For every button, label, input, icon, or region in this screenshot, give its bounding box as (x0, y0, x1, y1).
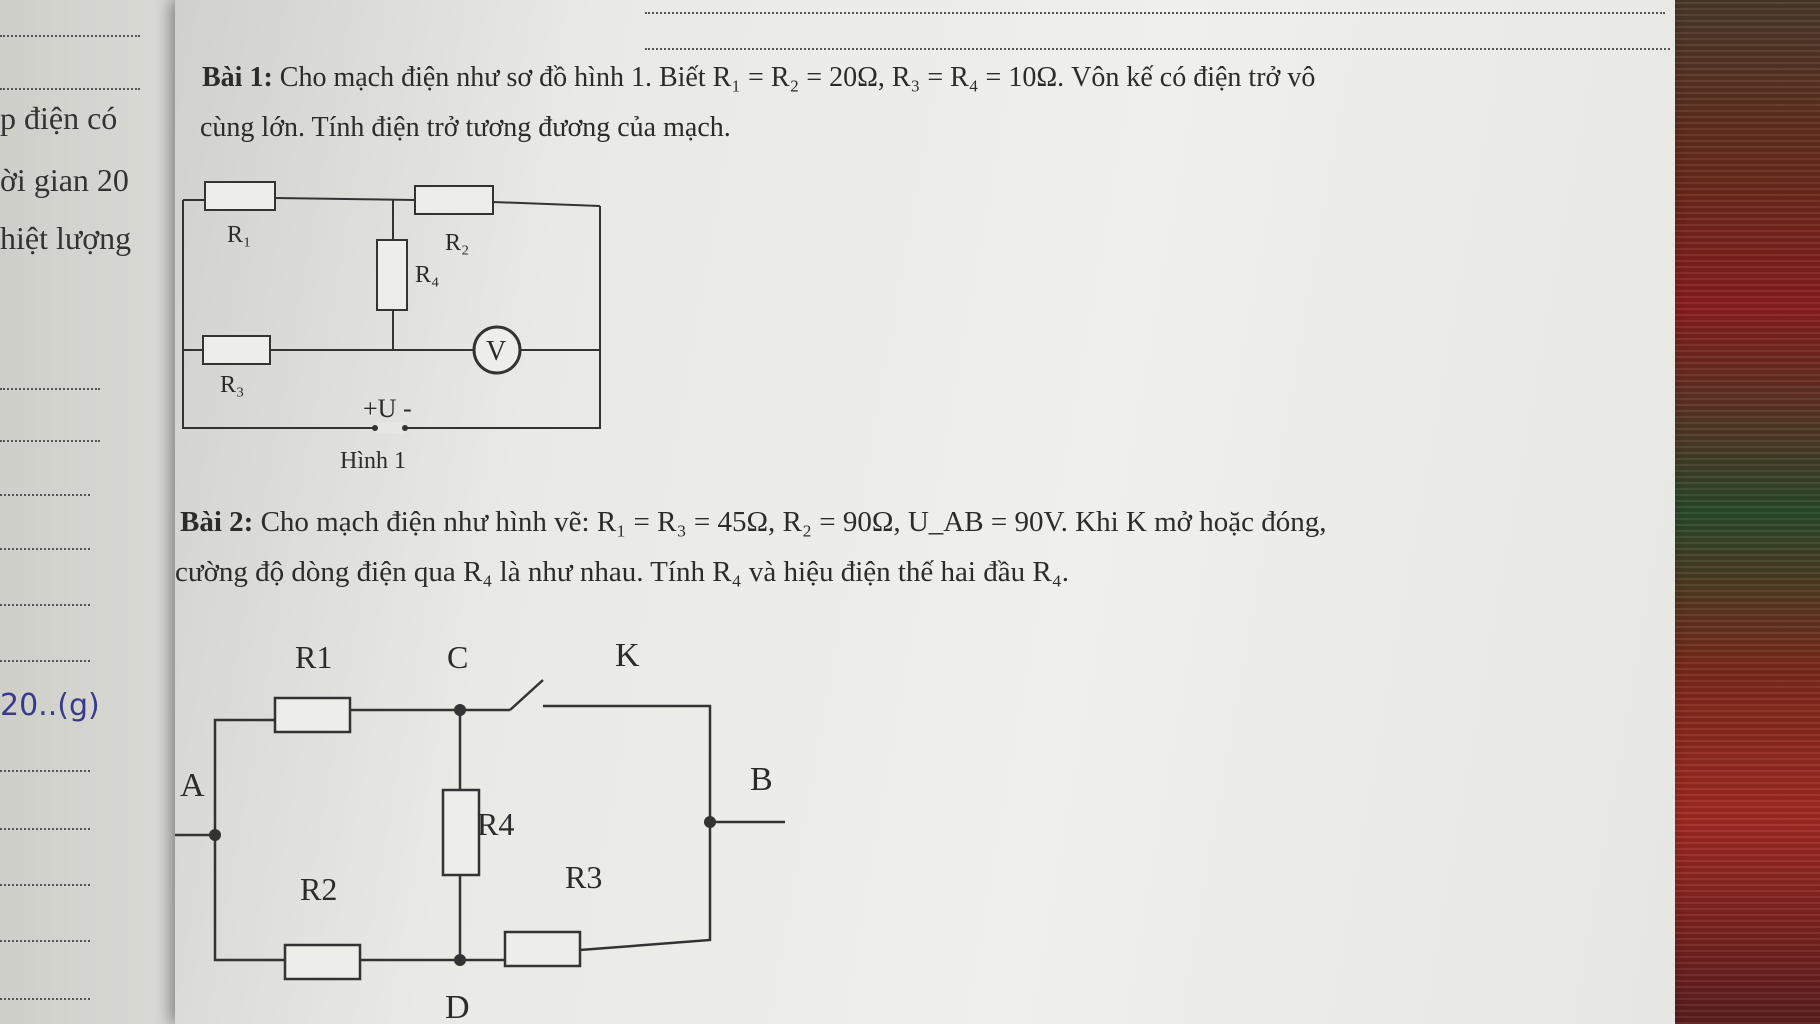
dotted-line (0, 35, 140, 37)
problem-2-text: Cho mạch điện như hình vẽ: R₁ = R₃ = 45Ω… (260, 506, 1327, 538)
resistor-r1 (204, 181, 276, 211)
node-c (454, 704, 466, 716)
node-d (454, 954, 466, 966)
voltmeter-label: V (486, 336, 506, 367)
label-r1: R1 (295, 639, 332, 675)
label-k: K (615, 637, 640, 674)
problem-1-line-1: Bài 1: Cho mạch điện như sơ đồ hình 1. B… (202, 62, 1315, 94)
handwritten-note: 20..(g) (0, 688, 100, 723)
label-r3: R3 (565, 859, 602, 895)
dotted-line (0, 388, 100, 390)
dotted-line (0, 548, 90, 550)
label-d: D (445, 989, 470, 1024)
label-r3: R₃ (220, 372, 244, 398)
resistor-r4 (376, 239, 408, 311)
label-r4: R₄ (415, 262, 439, 288)
source-label: +U - (363, 394, 412, 423)
dotted-line (0, 770, 90, 772)
node-a (209, 829, 221, 841)
problem-2-line-2: cường độ dòng điện qua R₄ là như nhau. T… (175, 556, 1070, 588)
resistor-r1 (273, 696, 352, 734)
label-r2: R₂ (445, 230, 469, 256)
dotted-line (0, 940, 90, 942)
dotted-line (0, 88, 140, 90)
voltmeter-icon (472, 325, 522, 375)
dotted-line (0, 494, 90, 496)
label-b: B (750, 761, 773, 798)
dotted-line (0, 884, 90, 886)
dotted-line (0, 440, 100, 442)
dotted-line (645, 48, 1670, 50)
label-c: C (447, 639, 468, 675)
label-r2: R2 (300, 871, 337, 907)
left-text-fragment: p điện có (0, 100, 118, 136)
dotted-line (0, 998, 90, 1000)
resistor-r2 (283, 943, 362, 981)
dotted-line (0, 604, 90, 606)
worksheet-page: Bài 1: Cho mạch điện như sơ đồ hình 1. B… (175, 0, 1675, 1024)
figure-1-caption: Hình 1 (340, 448, 406, 474)
problem-1-label: Bài 1: (202, 62, 273, 93)
node-b (704, 816, 716, 828)
label-r4: R4 (477, 806, 514, 842)
dotted-line (0, 660, 90, 662)
resistor-r2 (414, 185, 494, 215)
left-text-fragment: hiệt lượng (0, 220, 132, 256)
background-fabric (1650, 0, 1820, 1024)
problem-2-line-1: Bài 2: Cho mạch điện như hình vẽ: R₁ = R… (180, 506, 1326, 539)
label-a: A (180, 767, 205, 804)
dotted-line (0, 828, 90, 830)
resistor-r3 (503, 930, 582, 968)
left-text-fragment: ời gian 20 (0, 162, 129, 198)
circuit-figure-2: R1 C K A B R4 R2 R3 D (175, 637, 785, 1024)
problem-1-text: Cho mạch điện như sơ đồ hình 1. Biết R₁ … (279, 62, 1316, 93)
resistor-r3 (202, 335, 271, 365)
problem-1-line-2: cùng lớn. Tính điện trở tương đương của … (200, 112, 731, 143)
resistor-r4 (441, 788, 481, 877)
circuit-figure-1: R₁ R₂ R₄ R₃ V +U - Hình 1 (182, 181, 601, 474)
dotted-line (645, 12, 1665, 14)
label-r1: R₁ (227, 222, 251, 248)
problem-2-label: Bài 2: (180, 506, 254, 538)
